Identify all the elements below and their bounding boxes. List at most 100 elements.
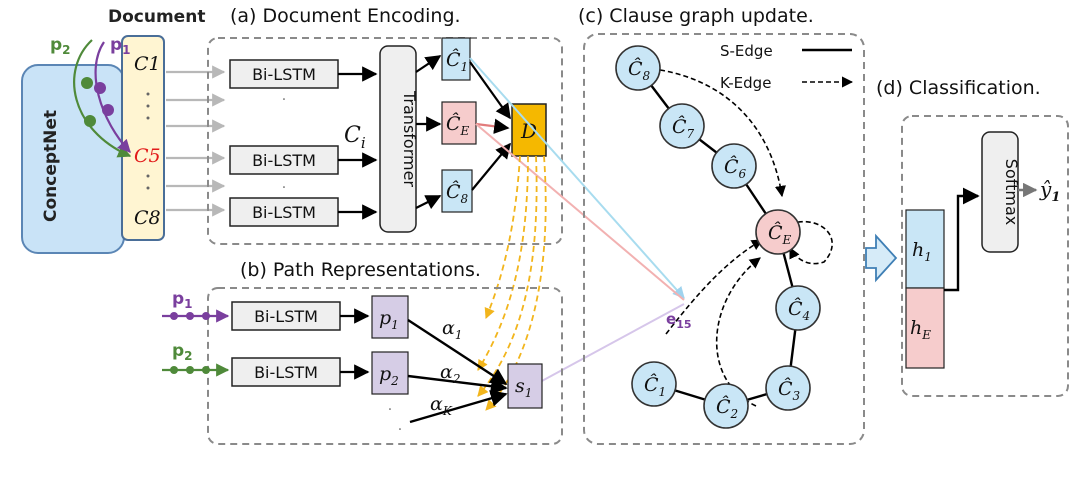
alpha-1-label: α1	[442, 317, 462, 342]
graph-node-e: ĈE	[755, 209, 801, 255]
s1-label: s1	[515, 375, 532, 400]
p1-repr-label: p1	[379, 307, 399, 332]
c8-hat-box	[441, 169, 473, 213]
bilstm-dots-2: ·	[282, 180, 286, 196]
clause-c5: C5	[134, 145, 161, 167]
c1-to-e15-line	[469, 57, 685, 299]
section-a-title: (a) Document Encoding.	[230, 5, 461, 27]
section-c-title: (c) Clause graph update.	[578, 5, 814, 27]
d-label: D	[520, 119, 537, 143]
doc-to-encoder-arrows	[166, 65, 226, 217]
y-hat-label: ŷ1	[1039, 177, 1060, 205]
c1-hat-label: Ĉ1	[446, 48, 468, 74]
path-p2-node	[81, 77, 93, 89]
graph-node-label: Ĉ1	[644, 373, 666, 399]
c8-hat-label: Ĉ8	[446, 180, 469, 206]
clause-c8: C8	[134, 207, 161, 229]
legend-k-edge: K-Edge	[720, 74, 771, 92]
to-d-arrows	[469, 61, 511, 191]
he-box	[905, 287, 945, 369]
conceptnet-label: ConceptNet	[41, 110, 61, 222]
clause-c1: C1	[134, 53, 161, 75]
legend-s-edge: S-Edge	[720, 42, 773, 60]
bilstm-box-2	[229, 145, 339, 175]
s1-box	[507, 363, 543, 409]
path-p2-curve	[73, 39, 132, 158]
graph-node-7: Ĉ7	[659, 103, 705, 149]
bilstm-label-1: Bi-LSTM	[252, 65, 316, 84]
h1-box	[905, 209, 945, 289]
big-arrow-icon	[865, 233, 898, 283]
graph-node-label: Ĉ4	[788, 297, 810, 323]
path-input-p1: p1	[172, 289, 193, 311]
graph-node-label: Ĉ7	[672, 115, 695, 141]
path-bilstm-label-2: Bi-LSTM	[254, 363, 318, 382]
section-d-title: (d) Classification.	[876, 77, 1041, 99]
graph-node-6: Ĉ6	[711, 143, 757, 189]
k-edges	[659, 69, 833, 407]
edge-e15-label: e15	[666, 310, 692, 331]
ce-hat-box	[441, 101, 477, 145]
path-p1-node	[94, 82, 106, 94]
path-input-p2: p2	[172, 341, 193, 363]
transformer-label: Transformer	[400, 90, 419, 187]
bilstm-label-3: Bi-LSTM	[252, 203, 316, 222]
graph-node-2: Ĉ2	[703, 383, 749, 429]
document-box	[121, 35, 165, 241]
graph-node-3: Ĉ3	[765, 365, 811, 411]
path-input-p1-node	[186, 312, 194, 320]
s1-to-e15-line	[539, 303, 685, 383]
graph-node-8: Ĉ8	[615, 45, 661, 91]
conceptnet-box	[21, 64, 125, 254]
path-input-p1-node	[170, 312, 178, 320]
he-label: hE	[910, 317, 931, 342]
p2-repr-box	[371, 351, 409, 395]
bilstm-label-2: Bi-LSTM	[252, 151, 316, 170]
graph-node-label: Ĉ6	[724, 155, 747, 181]
classification-panel	[901, 115, 1069, 397]
bilstm-to-transformer-arrows	[338, 66, 378, 220]
graph-node-label: ĈE	[768, 221, 792, 247]
softmax-label: Softmax	[1002, 159, 1021, 225]
graph-node-label: Ĉ2	[716, 395, 738, 421]
path-p1-curve	[94, 41, 131, 153]
graph-node-4: Ĉ4	[775, 285, 821, 331]
path-bilstm-box-1	[231, 301, 341, 331]
transformer-out-arrows	[415, 55, 442, 210]
p-dots: ·	[388, 402, 392, 418]
graph-panel	[583, 33, 865, 445]
path-p1-label: p1	[110, 35, 131, 57]
path-panel	[207, 287, 563, 445]
h-to-softmax-arrow	[944, 187, 980, 292]
path-bilstm-label-1: Bi-LSTM	[254, 307, 318, 326]
graph-node-label: Ĉ3	[778, 377, 801, 403]
softmax-box	[981, 131, 1019, 253]
p2-repr-label: p2	[379, 363, 399, 388]
path-input-p2-node	[170, 366, 178, 374]
bilstm-dots-1: ·	[282, 92, 286, 108]
alpha-2-label: α2	[440, 361, 460, 386]
path-input-p2-node	[186, 366, 194, 374]
path-p2-node	[84, 115, 96, 127]
path-bilstm-box-2	[231, 357, 341, 387]
graph-node-1: Ĉ1	[631, 361, 677, 407]
ce-to-e15-line	[475, 123, 685, 301]
path-input-p2-node	[202, 366, 210, 374]
h1-label: h1	[912, 239, 932, 264]
attention-arrows	[407, 318, 508, 424]
path-input-p1-node	[202, 312, 210, 320]
section-b-title: (b) Path Representations.	[240, 259, 481, 281]
transformer-box	[379, 45, 417, 233]
ce-hat-label: ĈE	[446, 112, 470, 138]
ci-label: Ci	[344, 123, 366, 152]
p-dots-2: ·	[398, 422, 402, 438]
p1-repr-box	[371, 295, 409, 339]
path-p1-node	[102, 104, 114, 116]
document-label: Document	[108, 7, 205, 27]
graph-node-label: Ĉ8	[628, 57, 651, 83]
alpha-k-label: αK	[430, 393, 453, 418]
clause-dots	[146, 92, 150, 190]
path-p2-label: p2	[50, 35, 71, 57]
